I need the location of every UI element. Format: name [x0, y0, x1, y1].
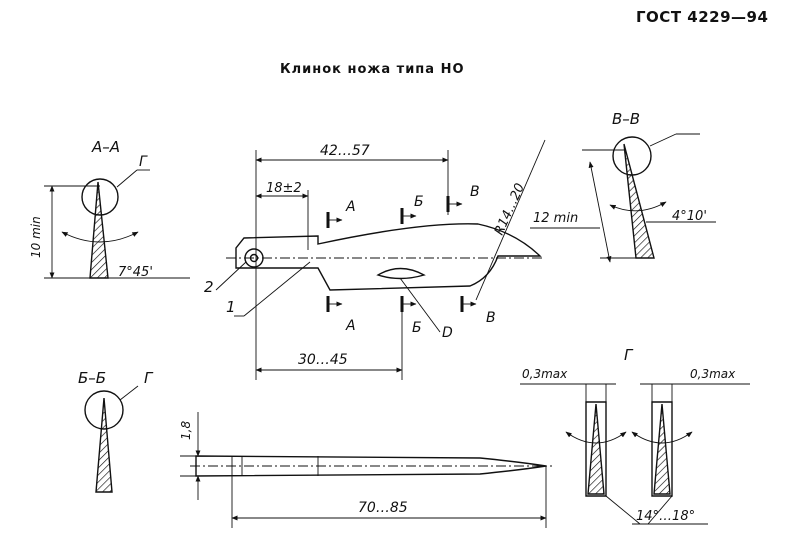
marker-a-top: А — [345, 199, 356, 215]
section-v-v: В–В 12 min 4°10' — [530, 110, 716, 263]
section-b-b-g: Г — [144, 369, 154, 387]
detail-g-profile-left — [587, 403, 605, 495]
dim-18-label: 18±2 — [266, 181, 302, 196]
leader-g-a-a: Г — [139, 154, 148, 170]
dim-thickness-label: 1,8 — [179, 421, 193, 440]
marker-b-bottom: Б — [412, 320, 422, 336]
profile-a-a — [89, 181, 109, 279]
marker-v-bottom: В — [486, 310, 496, 326]
dim-30-45-label: 30…45 — [298, 352, 348, 368]
dim-0-3max-right: 0,3max — [690, 367, 736, 381]
dim-70-85-label: 70…85 — [358, 500, 408, 516]
dim-12min-label: 12 min — [533, 211, 578, 226]
angle-v-v: 4°10' — [672, 209, 707, 224]
dim-0-3max-left: 0,3max — [522, 367, 568, 381]
section-b-b-label: Б–Б — [78, 369, 106, 387]
section-a-a-label: А–А — [91, 138, 120, 156]
profile-b-b — [95, 397, 113, 493]
section-b-b: Б–Б Г — [78, 369, 154, 493]
section-a-a: А–А 10 min Г 7°45' — [29, 138, 190, 280]
detail-g-label: Г — [624, 346, 634, 364]
marker-d: D — [442, 325, 453, 341]
profile-v-v — [623, 143, 655, 259]
standard-number: ГОСТ 4229—94 — [636, 8, 769, 26]
blade-side-view: 1,8 70…85 — [179, 412, 552, 528]
radius-leader — [475, 139, 546, 301]
section-v-v-label: В–В — [612, 110, 640, 128]
detail-g: Г 0,3max 0,3max 14°…18° — [520, 346, 750, 525]
marker-v-top: В — [470, 184, 480, 200]
radius-label: R14…20 — [492, 181, 528, 237]
angle-a-a: 7°45' — [118, 265, 153, 280]
dim-12min — [588, 161, 612, 263]
drawing-title: Клинок ножа типа НО — [280, 62, 465, 77]
position-2: 2 — [204, 278, 214, 296]
marker-a-bottom: А — [345, 318, 356, 334]
dim-10min-label: 10 min — [29, 216, 43, 258]
detail-g-profile-right — [653, 403, 671, 495]
dim-42-57-label: 42…57 — [320, 143, 370, 159]
angle-g: 14°…18° — [636, 509, 695, 524]
nail-nick — [376, 267, 426, 280]
position-1: 1 — [226, 298, 236, 316]
marker-b-top: Б — [414, 194, 424, 210]
blade-main-view: 42…57 18±2 А А Б Б — [204, 139, 546, 380]
